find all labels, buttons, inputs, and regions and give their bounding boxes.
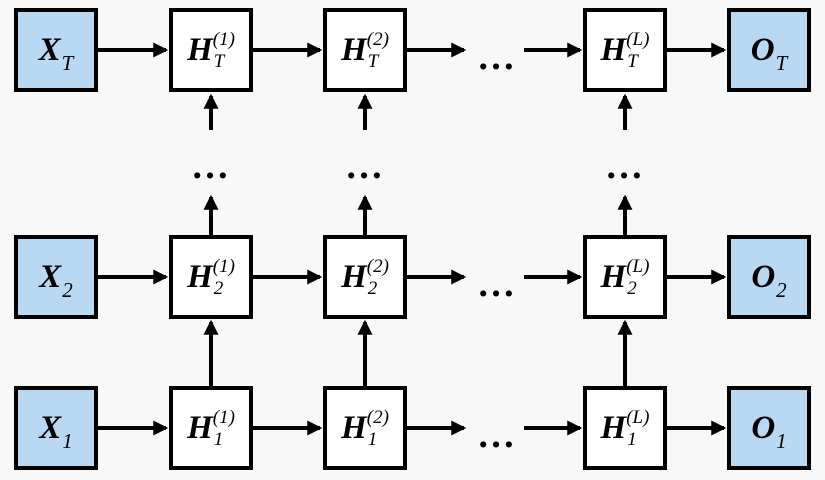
hidden-box-h-2-L: H (L) 2 [583, 235, 667, 319]
box-label: H (2) 2 [341, 257, 389, 298]
box-label: X 1 [39, 409, 73, 451]
ellipsis-column-layerL: … [605, 145, 645, 187]
label-sup: (2) [366, 28, 389, 50]
box-label: O T [750, 31, 788, 73]
label-main: H [341, 258, 367, 295]
ellipsis-row-T: … [477, 36, 517, 78]
box-label: H (1) 1 [187, 408, 235, 449]
label-sup: (L) [626, 28, 650, 50]
label-sup: (1) [212, 255, 235, 277]
box-label: H (L) T [601, 30, 650, 71]
label-scripts: (2) 1 [367, 408, 389, 449]
hidden-box-h-T-1: H (1) T [169, 8, 253, 92]
ellipsis-column-layer1: … [191, 145, 231, 187]
label-main: X [38, 31, 61, 68]
output-box-o-1: O 1 [727, 386, 811, 470]
label-sup: (2) [366, 406, 389, 428]
label-sub: T [627, 50, 638, 72]
label-sub: T [213, 50, 225, 72]
box-label: H (L) 2 [601, 257, 650, 298]
label-scripts: (L) 2 [626, 257, 649, 298]
box-label: X 2 [39, 258, 73, 300]
box-label: H (1) 2 [187, 257, 235, 298]
hidden-box-h-1-1: H (1) 1 [169, 386, 253, 470]
label-sub: 1 [62, 428, 73, 453]
label-sup: (1) [212, 28, 235, 50]
label-sub: 2 [776, 277, 787, 302]
hidden-box-h-T-L: H (L) T [583, 8, 667, 92]
box-label: O 1 [751, 409, 786, 451]
box-label: H (2) T [341, 30, 389, 71]
label-scripts: (1) T [213, 30, 235, 71]
label-scripts: (L) 1 [626, 408, 649, 449]
label-main: X [39, 258, 61, 295]
label-main: H [600, 258, 627, 295]
ellipsis-row-1: … [477, 414, 517, 456]
label-sub: 2 [627, 277, 637, 299]
box-label: H (1) T [187, 30, 235, 71]
ellipsis-column-layer2: … [345, 145, 385, 187]
label-scripts: (2) T [367, 30, 389, 71]
input-box-x-1: X 1 [14, 386, 98, 470]
label-main: H [341, 31, 367, 68]
label-sub: T [61, 50, 74, 75]
label-sub: 1 [627, 428, 637, 450]
label-sub: 1 [213, 428, 224, 450]
box-label: H (L) 1 [601, 408, 650, 449]
label-sub: 2 [367, 277, 378, 299]
hidden-box-h-2-1: H (1) 2 [169, 235, 253, 319]
label-sub: 1 [367, 428, 378, 450]
label-main: H [187, 31, 213, 68]
label-sup: (L) [626, 255, 650, 277]
label-scripts: (1) 1 [213, 408, 235, 449]
input-box-x-2: X 2 [14, 235, 98, 319]
label-main: H [187, 409, 213, 446]
label-main: H [600, 409, 627, 446]
output-box-o-2: O 2 [727, 235, 811, 319]
label-sup: (1) [212, 406, 235, 428]
label-sub: T [367, 50, 379, 72]
box-label: H (2) 1 [341, 408, 389, 449]
label-main: O [751, 409, 775, 446]
label-sub: 2 [62, 277, 73, 302]
label-main: H [341, 409, 367, 446]
label-scripts: (1) 2 [213, 257, 235, 298]
label-main: O [751, 258, 775, 295]
label-sup: (2) [366, 255, 389, 277]
hidden-box-h-2-2: H (2) 2 [323, 235, 407, 319]
hidden-box-h-1-2: H (2) 1 [323, 386, 407, 470]
hidden-box-h-T-2: H (2) T [323, 8, 407, 92]
label-main: H [187, 258, 213, 295]
ellipsis-row-2: … [477, 263, 517, 305]
box-label: O 2 [751, 258, 786, 300]
label-sup: (L) [626, 406, 650, 428]
label-scripts: (L) T [626, 30, 649, 71]
label-main: H [600, 31, 627, 68]
input-box-x-T: X T [14, 8, 98, 92]
hidden-box-h-1-L: H (L) 1 [583, 386, 667, 470]
label-sub: 2 [213, 277, 224, 299]
label-main: O [750, 31, 775, 68]
output-box-o-T: O T [727, 8, 811, 92]
box-label: X T [38, 31, 74, 73]
label-scripts: (2) 2 [367, 257, 389, 298]
label-sub: 1 [776, 428, 787, 453]
label-sub: T [775, 50, 788, 75]
label-main: X [39, 409, 61, 446]
